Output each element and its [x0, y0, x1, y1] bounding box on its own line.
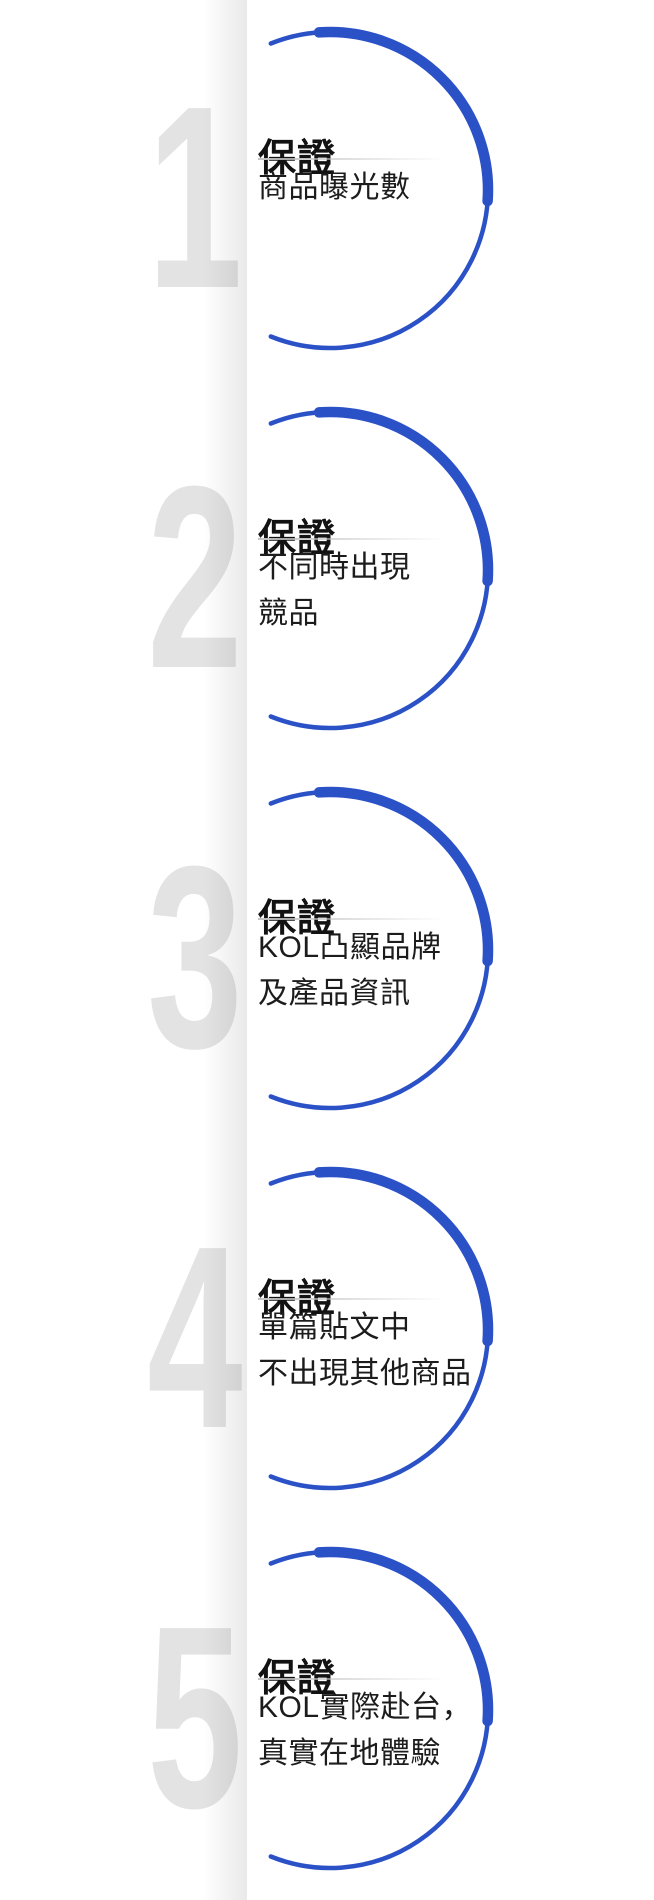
- item-description-line: 商品曝光數: [258, 171, 411, 204]
- item-number: 1: [147, 53, 243, 343]
- item-number: 2: [147, 433, 243, 723]
- guarantee-item-5: 5 保證 KOL實際赴台， 真實在地體驗: [0, 1520, 654, 1900]
- item-number: 4: [147, 1193, 243, 1483]
- divider: [258, 1678, 446, 1680]
- guarantee-item-4: 4 保證 單篇貼文中 不出現其他商品: [0, 1140, 654, 1520]
- divider: [258, 158, 446, 160]
- item-description-line: 真實在地體驗: [258, 1737, 441, 1770]
- divider: [258, 918, 446, 920]
- progress-ring-icon: [268, 1546, 494, 1871]
- item-description-line: 競品: [258, 597, 319, 630]
- guarantee-item-1: 1 保證 商品曝光數: [0, 0, 654, 380]
- item-description-line: 不同時出現: [258, 551, 411, 584]
- content-panel: [203, 0, 654, 1900]
- item-description: KOL凸顯品牌 及產品資訊: [258, 925, 442, 1017]
- item-description-line: 單篇貼文中: [258, 1311, 411, 1344]
- item-description-line: 不出現其他商品: [258, 1357, 472, 1390]
- item-description-line: 及產品資訊: [258, 977, 411, 1010]
- item-description: 商品曝光數: [258, 165, 411, 211]
- item-number: 3: [147, 813, 243, 1103]
- guarantee-item-2: 2 保證 不同時出現 競品: [0, 380, 654, 760]
- item-description: 不同時出現 競品: [258, 545, 411, 637]
- progress-ring-icon: [268, 1166, 494, 1491]
- item-description-line: KOL凸顯品牌: [258, 931, 442, 964]
- progress-ring-icon: [268, 786, 494, 1111]
- divider: [258, 1298, 446, 1300]
- item-description: KOL實際赴台， 真實在地體驗: [258, 1685, 472, 1777]
- guarantee-item-3: 3 保證 KOL凸顯品牌 及產品資訊: [0, 760, 654, 1140]
- progress-ring-icon: [268, 406, 494, 731]
- item-description: 單篇貼文中 不出現其他商品: [258, 1305, 472, 1397]
- item-description-line: KOL實際赴台，: [258, 1691, 473, 1724]
- item-number: 5: [147, 1573, 243, 1863]
- progress-ring-icon: [268, 26, 494, 351]
- divider: [258, 538, 446, 540]
